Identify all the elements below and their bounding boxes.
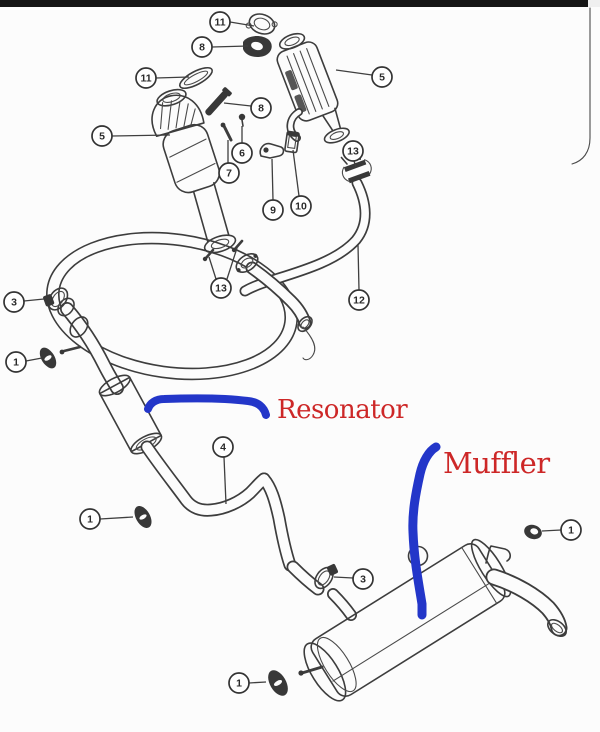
callout-8: 8 <box>191 36 249 58</box>
svg-text:5: 5 <box>99 131 105 143</box>
nut-1-tail <box>524 524 542 540</box>
bracket-8-top <box>243 36 272 58</box>
o2-sensor-wire <box>302 326 316 361</box>
bolt-8 <box>205 87 232 116</box>
callout-9: 9 <box>262 158 284 221</box>
clamp-3-rear <box>314 564 338 590</box>
catalytic-converter-left <box>151 88 237 254</box>
clamp-3-front <box>43 287 69 311</box>
intermediate-pipe-4 <box>140 440 325 596</box>
catalytic-converter-right <box>276 32 350 144</box>
y-pipe-junction <box>235 252 316 361</box>
callout-10: 10 <box>290 149 312 217</box>
svg-text:6: 6 <box>239 148 245 160</box>
flange-bolts-13 <box>202 239 244 262</box>
svg-text:13: 13 <box>215 283 227 295</box>
top-scan-bar <box>0 0 588 7</box>
svg-text:12: 12 <box>353 295 365 307</box>
callout-4: 4 <box>212 436 234 505</box>
callout-8: 8 <box>223 97 272 119</box>
callout-13: 13 <box>342 140 364 168</box>
isolator-1-mid <box>134 506 152 528</box>
hanger-rod-front <box>59 345 82 355</box>
isolator-1-rear <box>268 670 288 696</box>
resonator-label: Resonator <box>277 395 408 425</box>
callout-12: 12 <box>348 244 370 311</box>
svg-text:4: 4 <box>220 442 226 454</box>
svg-text:10: 10 <box>295 201 307 213</box>
front-pipe <box>57 297 124 395</box>
svg-text:9: 9 <box>270 205 276 217</box>
crossover-loop-pipe <box>46 231 298 381</box>
svg-text:1: 1 <box>236 678 242 690</box>
callout-1: 1 <box>79 508 134 530</box>
clamp-10 <box>284 130 300 154</box>
callout-1: 1 <box>541 519 582 541</box>
callout-11: 11 <box>209 11 255 33</box>
callout-5: 5 <box>91 125 171 147</box>
hanger-rod-tail <box>485 545 511 564</box>
right-edge-pipe <box>571 7 591 165</box>
svg-text:1: 1 <box>13 357 19 369</box>
svg-text:1: 1 <box>568 525 574 537</box>
svg-text:3: 3 <box>360 574 366 586</box>
hanger-pin-bottom <box>298 665 324 676</box>
blue-muffler-stroke <box>408 442 441 620</box>
svg-text:3: 3 <box>11 297 17 309</box>
exhaust-pipe-12 <box>239 177 371 297</box>
callout-6: 6 <box>231 126 253 164</box>
callout-7: 7 <box>218 140 240 184</box>
callout-5: 5 <box>335 66 393 88</box>
svg-text:5: 5 <box>379 72 385 84</box>
svg-text:8: 8 <box>199 42 205 54</box>
blue-resonator-stroke <box>144 394 270 419</box>
callout-3: 3 <box>3 291 45 313</box>
callout-3: 3 <box>333 568 374 590</box>
tailpipe <box>485 568 568 638</box>
svg-text:1: 1 <box>87 514 93 526</box>
stud-7 <box>220 122 233 142</box>
isolator-1-front <box>39 347 57 369</box>
bolt-6 <box>238 113 246 127</box>
muffler-label: Muffler <box>443 446 550 480</box>
callout-13: 13 <box>208 247 238 299</box>
bracket-9 <box>259 142 285 159</box>
callout-1: 1 <box>5 351 43 373</box>
svg-text:8: 8 <box>258 103 264 115</box>
svg-text:13: 13 <box>347 146 359 158</box>
callout-1: 1 <box>228 672 267 694</box>
callout-11: 11 <box>135 67 190 89</box>
gasket-11-left <box>179 66 213 90</box>
top-bar-corner <box>588 0 600 7</box>
svg-text:7: 7 <box>226 168 232 180</box>
svg-text:11: 11 <box>140 73 151 85</box>
gasket-11-top <box>245 13 278 35</box>
svg-text:11: 11 <box>214 17 225 29</box>
muffler-body <box>303 538 512 702</box>
